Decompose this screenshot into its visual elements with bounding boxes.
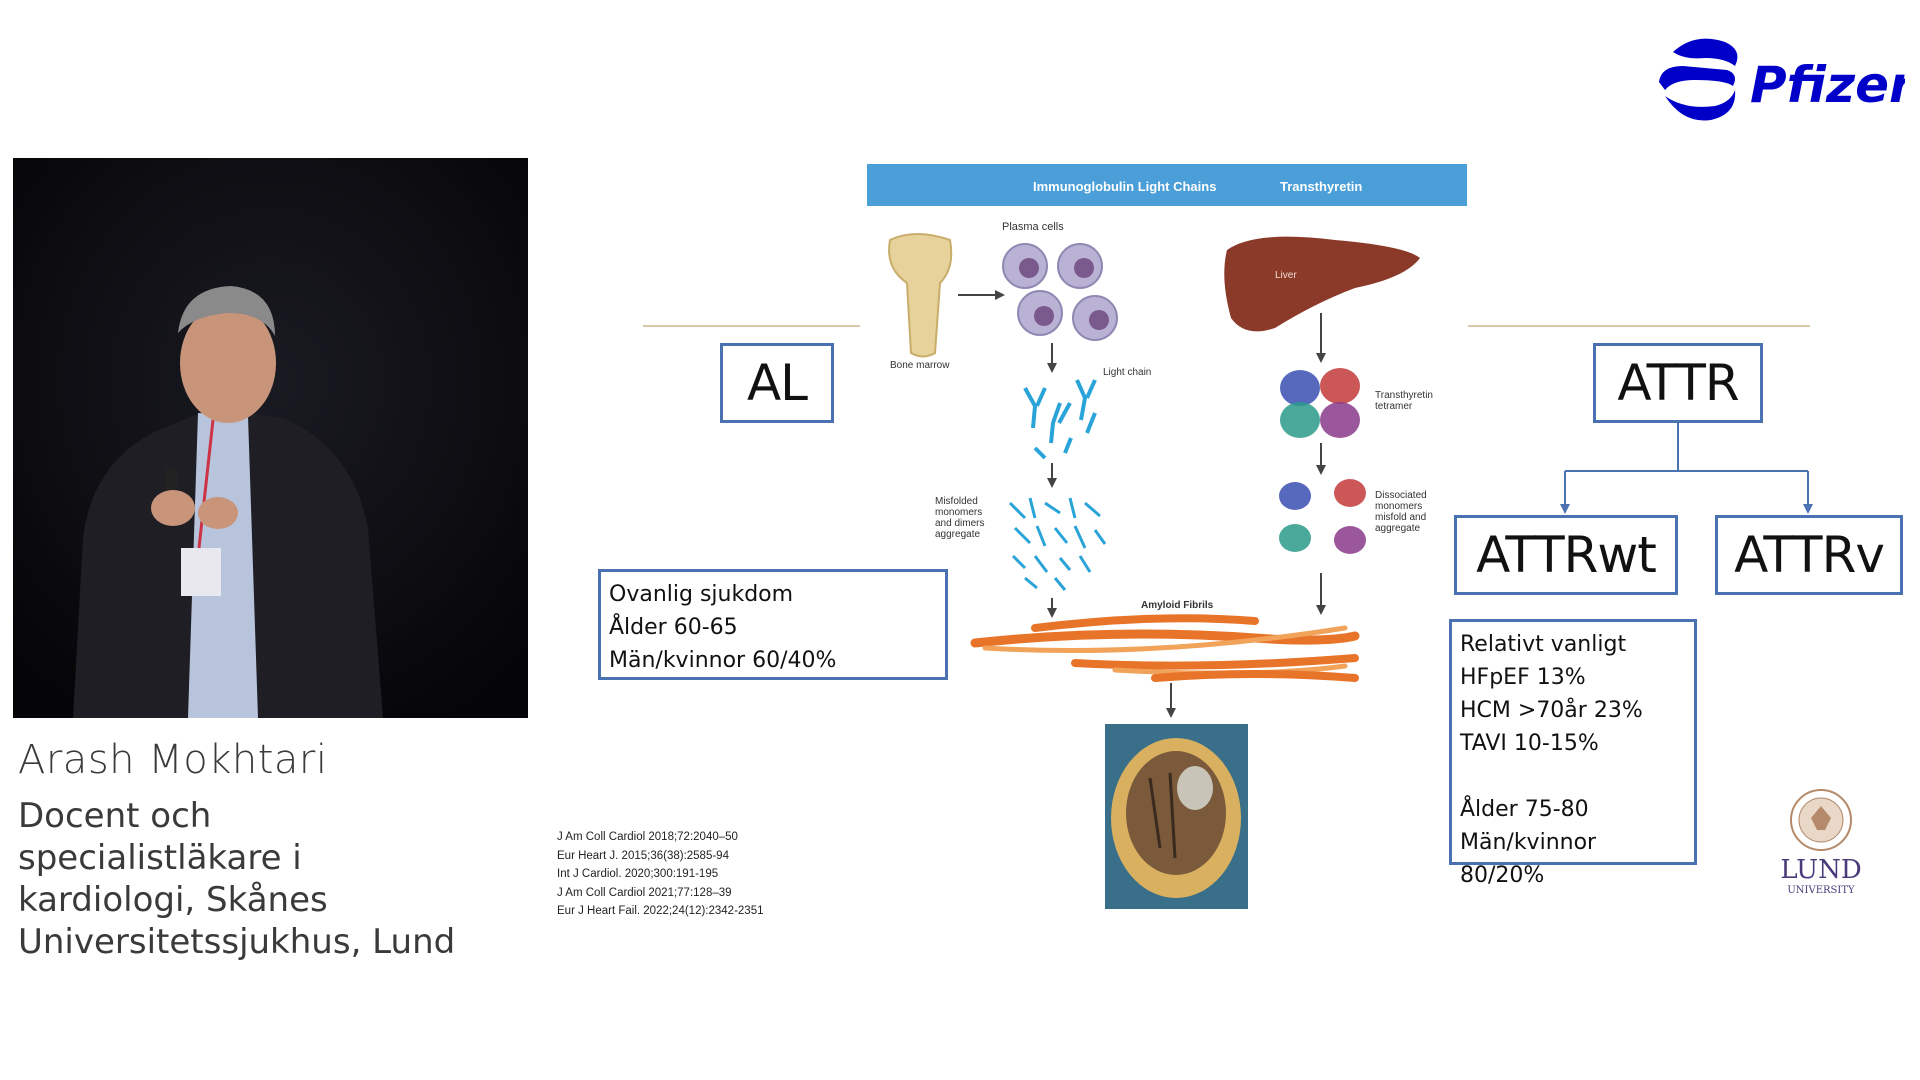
dissociated-label-line: aggregate bbox=[1375, 523, 1420, 534]
speaker-title-line: Docent och bbox=[18, 796, 212, 836]
tetramer-label-line: Transthyretin bbox=[1375, 390, 1433, 401]
attr-info-line: Relativt vanligt bbox=[1460, 632, 1627, 657]
al-info-line: Ålder 60-65 bbox=[609, 615, 738, 640]
liver-label: Liver bbox=[1275, 270, 1297, 281]
al-info-box: Ovanlig sjukdom Ålder 60-65 Män/kvinnor … bbox=[598, 569, 948, 680]
amyloidosis-figure: Immunoglobulin Light Chains Transthyreti… bbox=[643, 164, 1862, 909]
amyloid-fibrils-illustration bbox=[970, 614, 1360, 682]
dissociated-label-line: monomers bbox=[1375, 501, 1422, 512]
light-chain-illustration bbox=[1023, 379, 1097, 460]
al-info-line: Män/kvinnor 60/40% bbox=[609, 648, 837, 673]
amyloid-fibrils-label: Amyloid Fibrils bbox=[1141, 600, 1214, 611]
heart-specimen-photo bbox=[1105, 724, 1248, 909]
speaker-title-line: Universitetssjukhus, Lund bbox=[18, 922, 456, 962]
reference-item: Eur Heart J. 2015;36(38):2585-94 bbox=[557, 849, 729, 862]
attr-info-line: Ålder 75-80 bbox=[1460, 797, 1589, 822]
speaker-name: Arash Mokhtari bbox=[18, 737, 328, 783]
dissociated-monomers-illustration bbox=[1279, 479, 1366, 554]
dissociated-label-line: misfold and bbox=[1375, 512, 1426, 523]
misfolded-label-line: aggregate bbox=[935, 529, 980, 540]
lund-university-seal bbox=[1790, 789, 1852, 851]
pfizer-logo: Pfizer bbox=[1655, 30, 1917, 130]
speaker-title: Docent och specialistläkare i kardiologi… bbox=[18, 795, 518, 963]
attrwt-label-box: ATTRwt bbox=[1454, 515, 1678, 595]
speaker-title-line: kardiologi, Skånes bbox=[18, 880, 328, 920]
speaker-title-line: specialistläkare i bbox=[18, 838, 302, 878]
references: J Am Coll Cardiol 2018;72:2040–50 Eur He… bbox=[557, 828, 763, 921]
misfolded-label-line: Misfolded bbox=[935, 496, 978, 507]
speaker-video bbox=[13, 158, 528, 718]
attr-info-line: Män/kvinnor 80/20% bbox=[1460, 830, 1597, 888]
attr-connector bbox=[1564, 423, 1809, 510]
reference-item: Eur J Heart Fail. 2022;24(12):2342-2351 bbox=[557, 905, 764, 917]
lund-name: LUND bbox=[1780, 855, 1861, 885]
attr-label-box: ATTR bbox=[1593, 343, 1763, 423]
al-info-line: Ovanlig sjukdom bbox=[609, 582, 794, 607]
bone-marrow-label: Bone marrow bbox=[890, 360, 950, 371]
attr-info-box: Relativt vanligt HFpEF 13% HCM >70år 23%… bbox=[1449, 619, 1697, 888]
tetramer-label-line: tetramer bbox=[1375, 401, 1413, 412]
light-chain-label: Light chain bbox=[1103, 367, 1151, 378]
reference-item: J Am Coll Cardiol 2018;72:2040–50 bbox=[557, 831, 738, 843]
header-left-label: Immunoglobulin Light Chains bbox=[1033, 179, 1216, 194]
al-label-box: AL bbox=[720, 343, 834, 423]
lund-sub: UNIVERSITY bbox=[1787, 885, 1855, 896]
dissociated-label-line: Dissociated bbox=[1375, 490, 1427, 501]
header-right-label: Transthyretin bbox=[1280, 179, 1362, 194]
reference-item: J Am Coll Cardiol 2021;77:128–39 bbox=[557, 886, 732, 899]
attr-info-line: TAVI 10-15% bbox=[1460, 731, 1599, 756]
liver-illustration bbox=[1224, 236, 1420, 332]
attr-info-line bbox=[1460, 760, 1686, 793]
attr-info-line: HCM >70år 23% bbox=[1460, 698, 1643, 723]
svg-text:Pfizer: Pfizer bbox=[1750, 56, 1905, 114]
attrv-label-box: ATTRv bbox=[1715, 515, 1903, 595]
plasma-cells-label: Plasma cells bbox=[1002, 221, 1064, 233]
figure-header-bar bbox=[867, 164, 1467, 206]
misfolded-label-line: monomers bbox=[935, 507, 982, 518]
presentation-slide: Immunoglobulin Light Chains Transthyreti… bbox=[555, 158, 1915, 928]
plasma-cells-illustration bbox=[1002, 243, 1118, 341]
attr-info-line: HFpEF 13% bbox=[1460, 665, 1586, 690]
ttr-tetramer-illustration bbox=[1280, 368, 1360, 438]
misfolded-label-line: and dimers bbox=[935, 518, 984, 529]
bone-illustration bbox=[888, 233, 953, 358]
reference-item: Int J Cardiol. 2020;300:191-195 bbox=[557, 868, 719, 880]
misfolded-aggregate-illustration bbox=[1008, 497, 1107, 591]
